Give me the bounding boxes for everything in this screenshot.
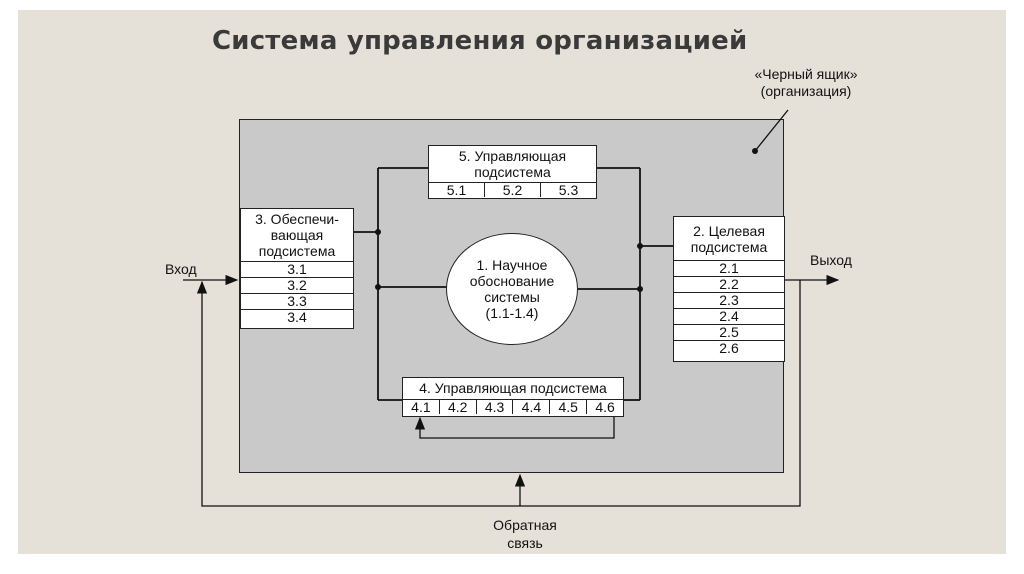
target-subsystem-2-items: 2.1 2.2 2.3 2.4 2.5 2.6 (674, 260, 784, 356)
black-box-label: «Черный ящик» (организация) (736, 66, 876, 100)
supporting-subsystem-3-title-line1: 3. Обеспечи- (255, 211, 339, 227)
junction-dot (637, 243, 643, 249)
feedback-label: Обратная связь (470, 516, 580, 552)
subsystem-item: 2.5 (674, 325, 784, 341)
subsystem-item: 3.3 (241, 294, 353, 310)
subsystem-item: 4.4 (513, 400, 551, 414)
subsystem-item: 3.1 (241, 262, 353, 278)
managing-subsystem-5-title-line2: подсистема (474, 164, 551, 180)
target-subsystem-2-title: 2. Целевая подсистема (674, 217, 784, 260)
managing-subsystem-4: 4. Управляющая подсистема 4.1 4.2 4.3 4.… (402, 377, 624, 417)
managing-subsystem-5-title-line1: 5. Управляющая (458, 148, 567, 164)
subsystem-item: 5.2 (485, 183, 541, 197)
black-box-label-line1: «Черный ящик» (754, 66, 858, 82)
subsystem-item: 3.4 (287, 309, 307, 325)
subsystem-item: 3.2 (241, 278, 353, 294)
scientific-basis-ellipse: 1. Научное обоснование системы (1.1-1.4) (446, 233, 578, 345)
subsystem-item: 4.5 (550, 400, 588, 414)
supporting-subsystem-3-title-line3: подсистема (258, 243, 336, 259)
managing-subsystem-4-items: 4.1 4.2 4.3 4.4 4.5 4.6 (403, 399, 623, 414)
supporting-subsystem-3-items: 3.1 3.2 3.3 3.4 (241, 261, 353, 325)
junction-dot (375, 229, 381, 235)
feedback-label-line1: Обратная (493, 517, 557, 533)
feedback-label-line2: связь (507, 535, 543, 551)
managing-subsystem-4-title: 4. Управляющая подсистема (419, 380, 607, 396)
target-subsystem-2-title-line2: подсистема (690, 239, 768, 255)
supporting-subsystem-3-title-line2: вающая (270, 227, 324, 243)
managing-subsystem-5-items: 5.1 5.2 5.3 (429, 182, 596, 197)
subsystem-item: 4.2 (440, 400, 477, 414)
subsystem-item: 2.3 (674, 293, 784, 309)
page-title: Система управления организацией (212, 26, 748, 56)
subsystem-item: 2.4 (674, 309, 784, 325)
feedback-loop (196, 280, 801, 507)
black-box-pointer (754, 109, 789, 152)
black-box-label-line2: (организация) (760, 83, 852, 99)
subsystem-item: 4.6 (595, 399, 615, 415)
subsystem-item: 2.1 (674, 261, 784, 277)
subsystem-item: 2.2 (674, 277, 784, 293)
supporting-subsystem-3-title: 3. Обеспечи- вающая подсистема (241, 209, 353, 261)
subsystem-item: 5.1 (429, 183, 485, 197)
subsystem-item: 2.6 (719, 340, 739, 356)
supporting-subsystem-3: 3. Обеспечи- вающая подсистема 3.1 3.2 3… (240, 208, 354, 329)
managing-subsystem-5-title: 5. Управляющая подсистема (429, 146, 596, 182)
output-label: Выход (810, 252, 852, 268)
target-subsystem-2: 2. Целевая подсистема 2.1 2.2 2.3 2.4 2.… (673, 216, 785, 362)
subsystem-item: 4.1 (403, 400, 440, 414)
internal-loop (414, 416, 615, 439)
managing-subsystem-5: 5. Управляющая подсистема 5.1 5.2 5.3 (428, 145, 597, 199)
scientific-basis-text: 1. Научное обоснование системы (1.1-1.4) (469, 257, 555, 321)
target-subsystem-2-title-line1: 2. Целевая (693, 223, 765, 239)
junction-dot (375, 284, 381, 290)
junction-dot (637, 286, 643, 292)
subsystem-item: 4.3 (477, 400, 514, 414)
black-box-pointer-dot (752, 148, 758, 154)
subsystem-item: 5.3 (558, 182, 579, 198)
input-label: Вход (165, 261, 197, 277)
